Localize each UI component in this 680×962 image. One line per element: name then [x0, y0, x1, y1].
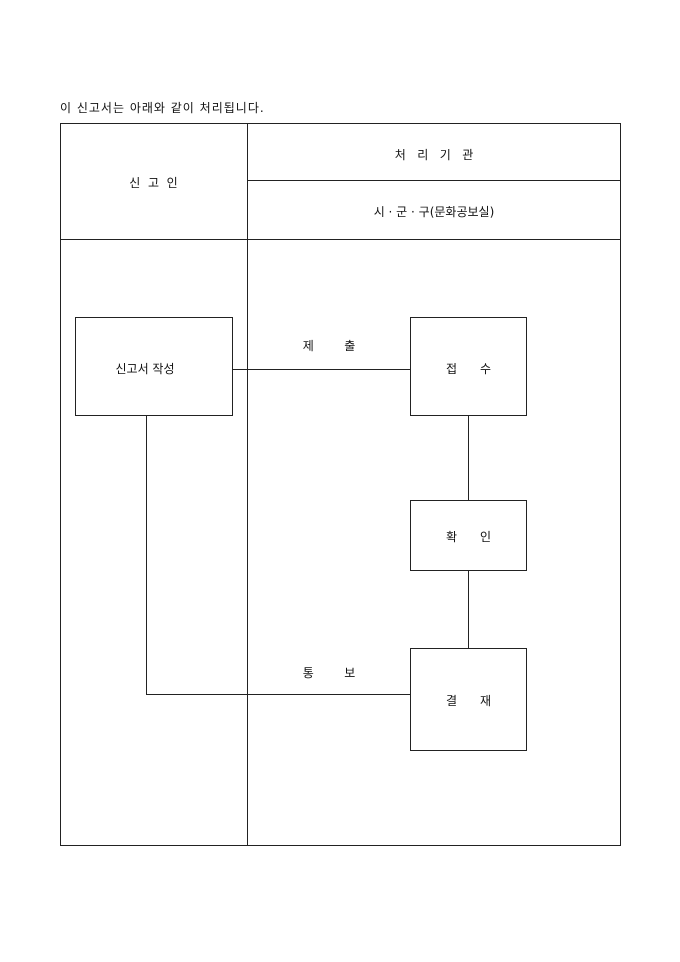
- submit-connector: [232, 369, 411, 370]
- approve-label: 결 재: [446, 694, 491, 708]
- header-bottom-border: [60, 239, 621, 240]
- table-top-border: [60, 123, 621, 124]
- write-form-label: 신고서 작성: [115, 362, 175, 376]
- applicant-header: 신 고 인: [129, 176, 178, 190]
- confirm-box: [410, 500, 527, 571]
- agency-header-title: 처 리 기 관: [394, 148, 474, 162]
- table-right-border: [620, 123, 621, 846]
- approve-box: [410, 648, 527, 751]
- notify-label: 통 보: [302, 666, 356, 680]
- table-bottom-border: [60, 845, 621, 846]
- submit-label: 제 출: [302, 339, 356, 353]
- table-left-border: [60, 123, 61, 846]
- receive-label: 접 수: [446, 362, 491, 376]
- intro-text: 이 신고서는 아래와 같이 처리됩니다.: [60, 101, 265, 115]
- write-form-box: [75, 317, 233, 416]
- receive-confirm-connector: [468, 415, 469, 501]
- confirm-approve-connector: [468, 570, 469, 649]
- confirm-label: 확 인: [446, 530, 491, 544]
- column-divider: [247, 123, 248, 846]
- agency-name: 시 · 군 · 구(문화공보실): [373, 205, 495, 219]
- receive-box: [410, 317, 527, 416]
- agency-header-divider: [247, 180, 621, 181]
- notify-connector: [146, 694, 411, 695]
- notify-return-connector: [146, 415, 147, 695]
